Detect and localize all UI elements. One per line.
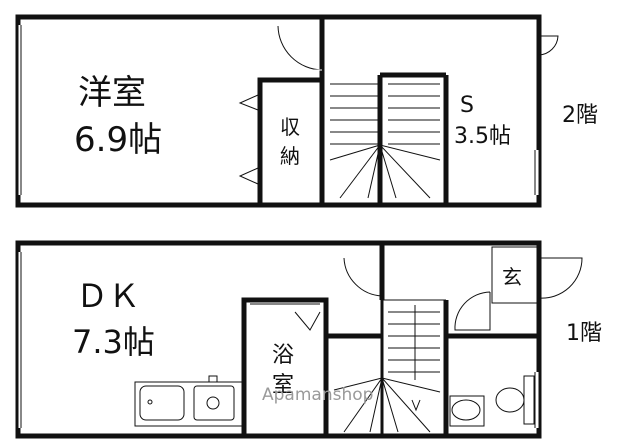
door-swing-dk <box>343 257 383 297</box>
closet-label-1: 収 <box>280 115 300 139</box>
stairs-2f <box>329 83 441 199</box>
closet-label-2: 納 <box>280 144 300 168</box>
washbasin <box>451 399 481 421</box>
floor-2-label: 2階 <box>562 103 598 128</box>
door-swing-storage <box>538 35 559 56</box>
bath-label-2: 室 <box>272 373 294 398</box>
dk-room-name: ＤＫ <box>76 277 140 315</box>
door-swing-entrance <box>538 257 583 299</box>
floor-1-plan <box>15 240 583 439</box>
storage-room-size: 3.5帖 <box>454 124 511 149</box>
dk-room-size: 7.3帖 <box>72 323 155 361</box>
stairs-1f <box>333 305 441 433</box>
bath-box <box>241 297 329 439</box>
door-swing-toilet <box>454 291 491 331</box>
sink <box>139 385 185 421</box>
entrance-box <box>491 246 538 304</box>
closet-box <box>257 77 325 208</box>
toilet-tank <box>523 375 535 425</box>
door-swing-western <box>277 25 323 71</box>
storage-room-name: S <box>460 93 474 118</box>
stove <box>193 385 235 421</box>
western-room-name: 洋室 <box>78 73 146 113</box>
washroom-fixtures <box>449 375 535 427</box>
bath-label-1: 浴 <box>272 343 294 368</box>
entrance-label: 玄 <box>502 265 522 289</box>
floor-2-plan <box>15 14 559 208</box>
floor-1-label: 1階 <box>566 321 602 346</box>
western-room-size: 6.9帖 <box>74 120 162 160</box>
toilet-bowl <box>495 387 525 413</box>
kitchen-counter <box>134 375 243 427</box>
watermark-logo: Apamanshop <box>262 385 373 405</box>
